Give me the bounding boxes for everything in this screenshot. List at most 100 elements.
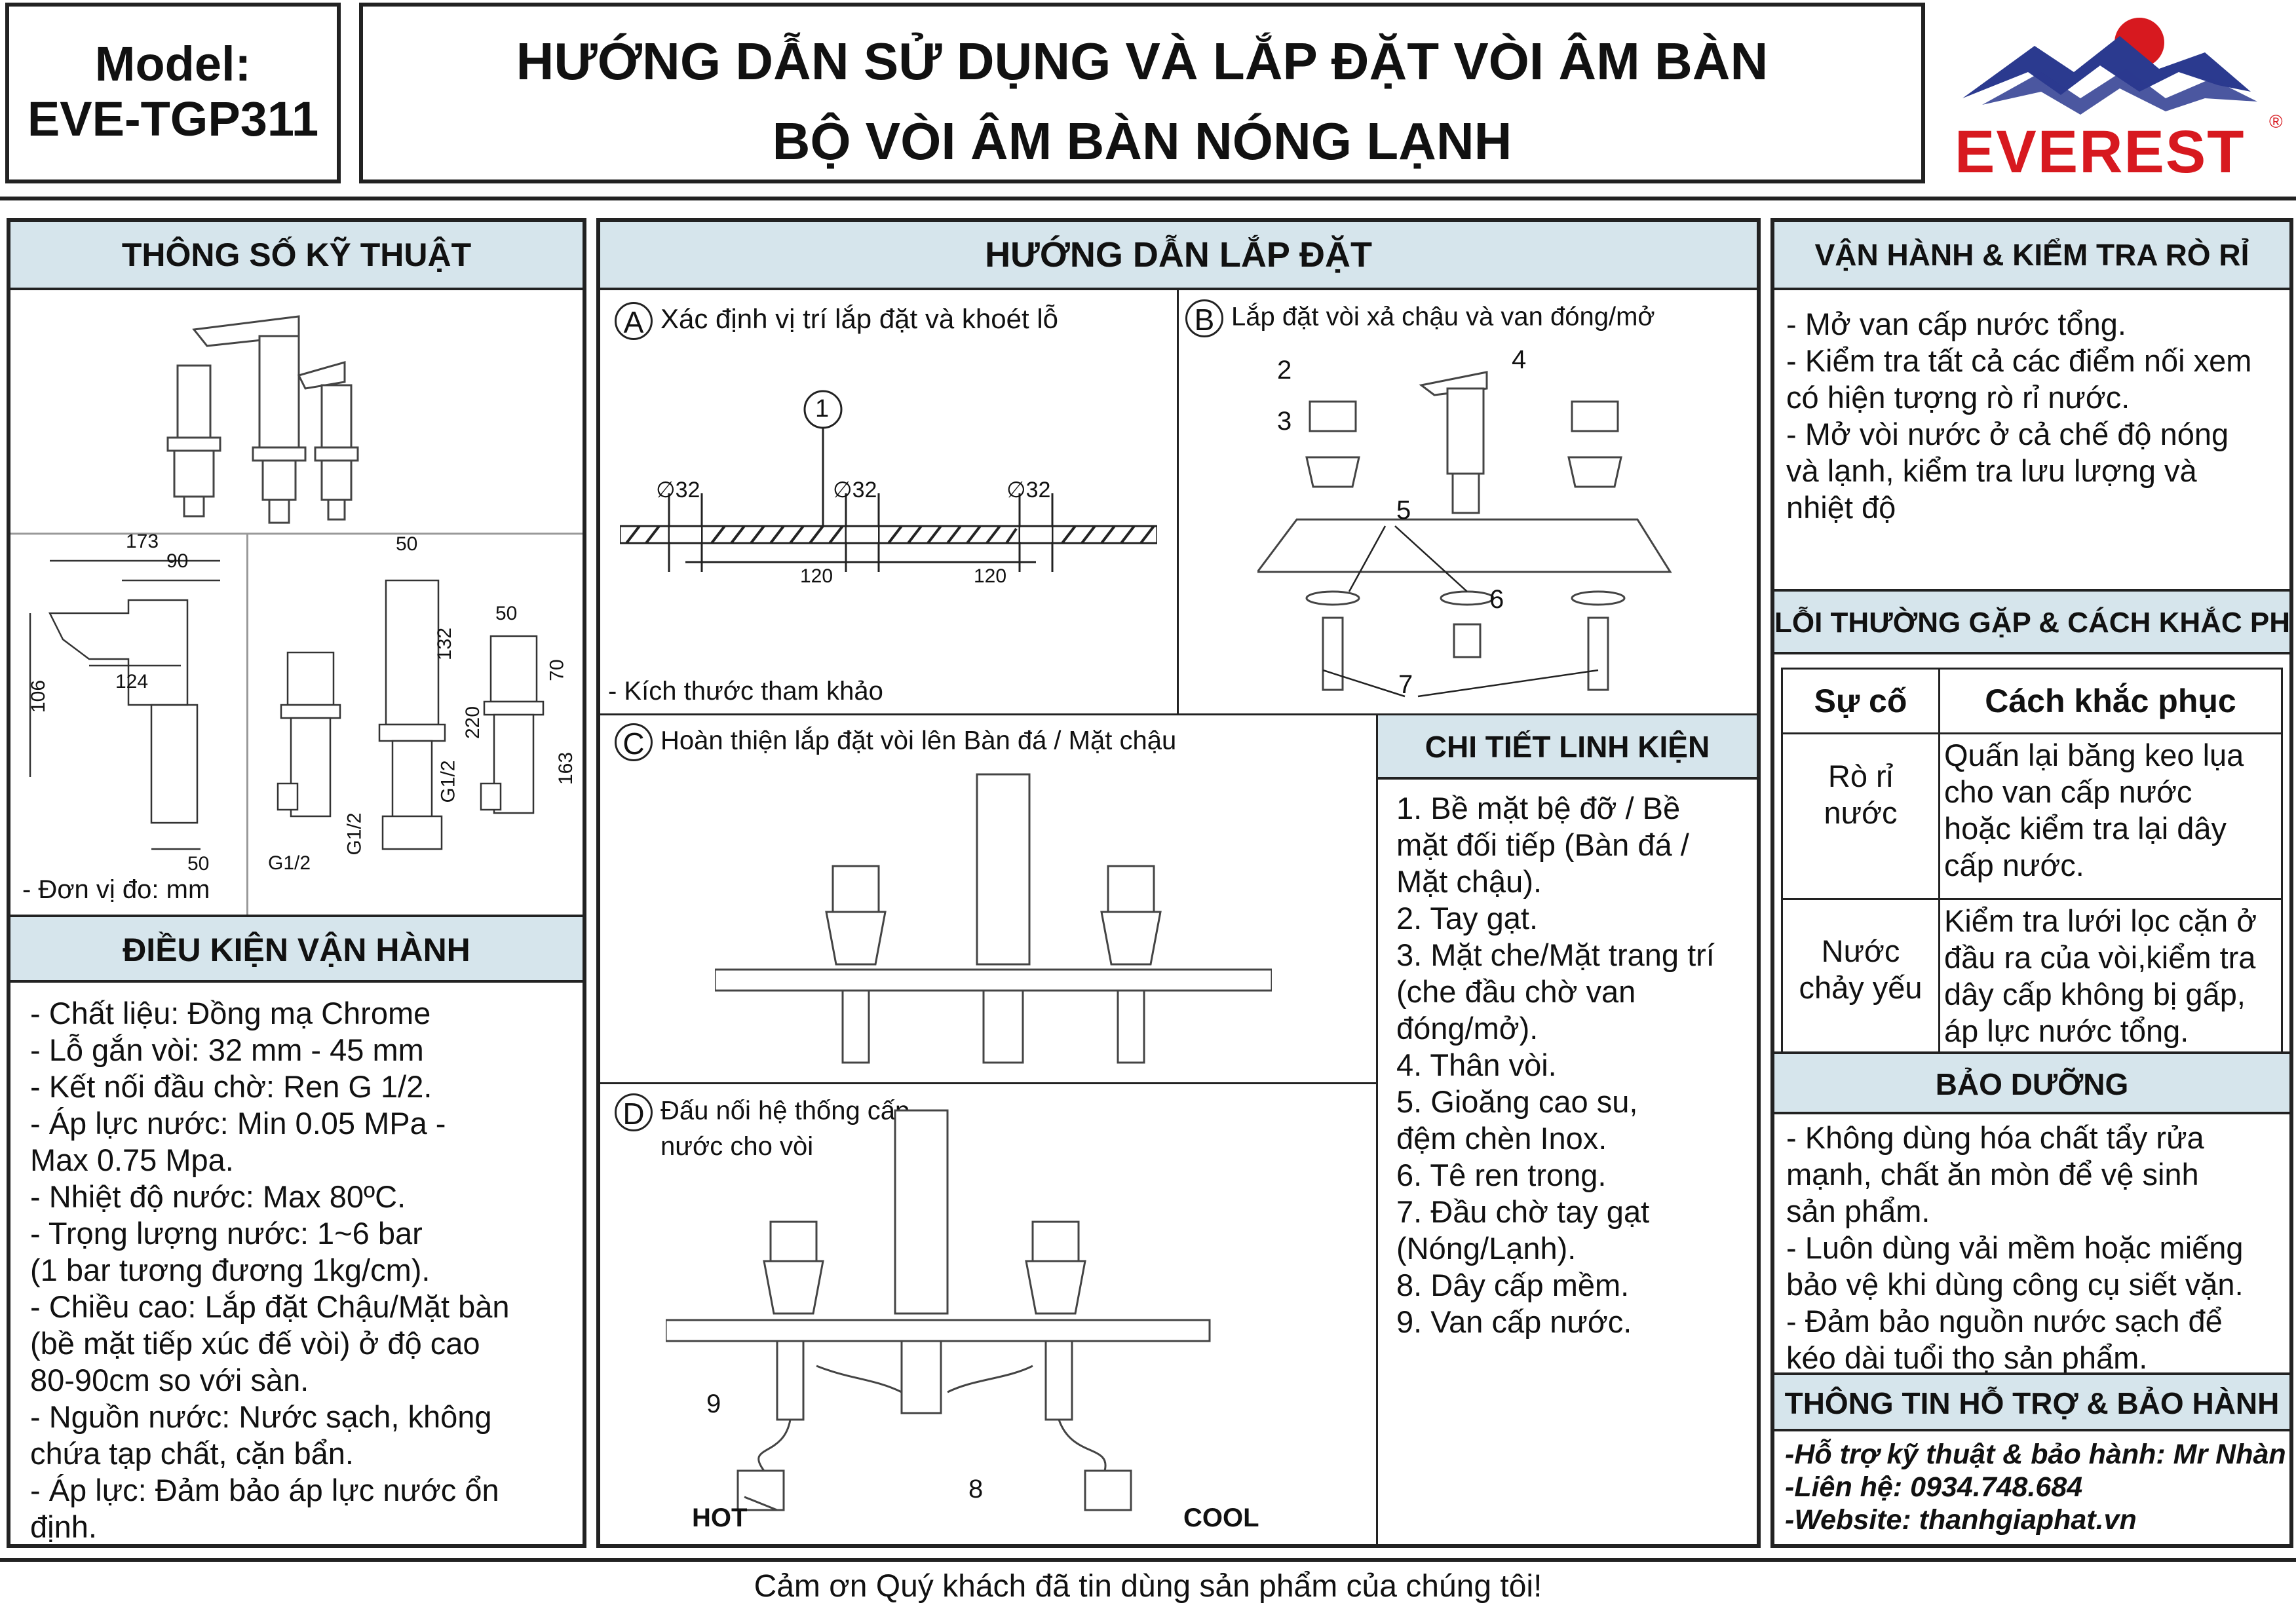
callout-2: 2 <box>1277 356 1292 385</box>
step-d-letter: D <box>615 1093 653 1131</box>
troubleshoot-table: Sự cố Cách khắc phục Rò rỉ nước Quấn lại… <box>1781 668 2283 1075</box>
maintenance-line: kéo dài tuổi thọ sản phẩm. <box>1786 1340 2148 1375</box>
callout-9: 9 <box>706 1390 721 1418</box>
parts-line: (Nóng/Lạnh). <box>1396 1231 1577 1266</box>
maintenance-line: sản phẩm. <box>1786 1194 1930 1228</box>
callout-3: 3 <box>1277 407 1292 436</box>
issue-text: Nước <box>1821 934 1900 968</box>
step-ab-divider <box>1177 290 1179 713</box>
faucet-set-icon <box>166 315 359 524</box>
callout-7: 7 <box>1398 670 1413 699</box>
hole-distance-2: 120 <box>974 565 1007 587</box>
conditions-line: (1 bar tương đương 1kg/cm). <box>30 1253 430 1287</box>
troubleshoot-table-wrap: Sự cố Cách khắc phục Rò rỉ nước Quấn lại… <box>1781 668 2283 1075</box>
conditions-title: ĐIỀU KIỆN VẬN HÀNH <box>10 915 583 983</box>
spout-dimension-icon <box>29 559 220 850</box>
conditions-line: - Áp lực nước: Min 0.05 MPa - <box>30 1106 446 1141</box>
model-code: EVE-TGP311 <box>27 92 319 146</box>
issue-text: nước <box>1824 795 1898 830</box>
water-supply-icon <box>666 1109 1211 1511</box>
dim-50c: 50 <box>495 603 518 624</box>
hole-layout-icon <box>620 390 1157 572</box>
dim-50a: 50 <box>187 853 210 875</box>
table-row: Rò rỉ nước Quấn lại băng keo lụa cho van… <box>1781 732 2283 900</box>
maintenance-title: BẢO DƯỠNG <box>1774 1051 2289 1114</box>
hole-diameter-2: ∅32 <box>833 478 877 502</box>
callout-8: 8 <box>968 1475 984 1503</box>
maintenance-list: - Không dùng hóa chất tẩy rửa mạnh, chất… <box>1786 1120 2284 1376</box>
fix-text: hoặc kiểm tra lại dây <box>1944 811 2227 846</box>
fix-text: đầu ra của vòi,kiểm tra <box>1944 940 2256 975</box>
maintenance-line: bảo vệ khi dùng công cụ siết vặn. <box>1786 1267 2244 1302</box>
header-divider <box>0 197 2296 200</box>
fix-text: Kiểm tra lưới lọc cặn ở <box>1944 903 2257 938</box>
col-issue: Sự cố <box>1781 668 1940 734</box>
brand-registered: ® <box>2269 111 2283 132</box>
model-label: Model: <box>94 37 252 91</box>
parts-line: đóng/mở). <box>1396 1011 1539 1046</box>
conditions-line: định. <box>30 1509 97 1544</box>
parts-line: 4. Thân vòi. <box>1396 1048 1557 1082</box>
conditions-line: - Chất liệu: Đồng mạ Chrome <box>30 996 431 1030</box>
support-info: -Hỗ trợ kỹ thuật & bảo hành: Mr Nhàn -Li… <box>1785 1438 2289 1536</box>
parts-line: đệm chèn Inox. <box>1396 1121 1607 1156</box>
dim-90: 90 <box>166 550 189 572</box>
operation-line: nhiệt độ <box>1786 490 1896 525</box>
parts-line: 3. Mặt che/Mặt trang trí <box>1396 937 1715 972</box>
unit-note: - Đơn vị đo: mm <box>22 875 210 904</box>
step-b-letter: B <box>1185 299 1223 337</box>
parts-line: Mặt chậu). <box>1396 864 1542 899</box>
parts-list: 1. Bề mặt bệ đỡ / Bề mặt đối tiếp (Bàn đ… <box>1396 790 1757 1340</box>
step-c-letter: C <box>615 723 653 761</box>
col-fix: Cách khắc phục <box>1938 668 2283 734</box>
installed-faucet-icon <box>715 773 1272 1064</box>
operation-line: - Mở vòi nước ở cả chế độ nóng <box>1786 417 2229 451</box>
parts-line: 9. Van cấp nước. <box>1396 1304 1632 1339</box>
callout-1: 1 <box>815 395 830 423</box>
conditions-line: - Chiều cao: Lắp đặt Chậu/Mặt bàn <box>30 1289 510 1324</box>
parts-title: CHI TIẾT LINH KIỆN <box>1378 715 1757 780</box>
parts-line: mặt đối tiếp (Bàn đá / <box>1396 827 1689 862</box>
dim-70: 70 <box>546 659 568 681</box>
step-c-text: Hoàn thiện lắp đặt vòi lên Bàn đá / Mặt … <box>660 726 1177 755</box>
footer-divider <box>0 1558 2296 1562</box>
parts-line: (che đầu chờ van <box>1396 974 1636 1009</box>
maintenance-line: - Không dùng hóa chất tẩy rửa <box>1786 1120 2204 1155</box>
model-box: Model: EVE-TGP311 <box>5 3 341 183</box>
conditions-line: - Trọng lượng nước: 1~6 bar <box>30 1216 423 1251</box>
maintenance-line: - Đảm bảo nguồn nước sạch để <box>1786 1304 2223 1338</box>
dim-220: 220 <box>462 706 484 740</box>
install-title: HƯỚNG DẪN LẮP ĐẶT <box>600 222 1757 290</box>
dim-124: 124 <box>115 671 149 692</box>
step-d-text2: nước cho vòi <box>660 1132 814 1161</box>
dim-g12-right: G1/2 <box>437 760 459 803</box>
product-drawing <box>10 290 583 533</box>
conditions-line: - Nhiệt độ nước: Max 80ºC. <box>30 1179 406 1214</box>
right-panel: VẬN HÀNH & KIỂM TRA RÒ RỈ - Mở van cấp n… <box>1770 218 2293 1548</box>
fix-text: cấp nước. <box>1944 848 2084 882</box>
conditions-line: - Nguồn nước: Nước sạch, không <box>30 1399 492 1434</box>
support-title: THÔNG TIN HỖ TRỢ & BẢO HÀNH <box>1774 1372 2289 1431</box>
title-line2: BỘ VÒI ÂM BÀN NÓNG LẠNH <box>772 112 1512 170</box>
title-line1: HƯỚNG DẪN SỬ DỤNG VÀ LẮP ĐẶT VÒI ÂM BÀN <box>516 32 1769 90</box>
parts-line: 1. Bề mặt bệ đỡ / Bề <box>1396 791 1681 825</box>
issue-text: chảy yếu <box>1799 970 1923 1005</box>
maintenance-line: - Luôn dùng vải mềm hoặc miếng <box>1786 1230 2244 1265</box>
operation-line: và lạnh, kiểm tra lưu lượng và <box>1786 453 2197 488</box>
dim-173: 173 <box>126 531 159 552</box>
issue-text: Rò rỉ <box>1827 759 1894 793</box>
table-row: Nước chảy yếu Kiểm tra lưới lọc cặn ở đầ… <box>1781 898 2283 1075</box>
parts-panel: CHI TIẾT LINH KIỆN 1. Bề mặt bệ đỡ / Bề … <box>1378 715 1757 1544</box>
conditions-line: chứa tạp chất, cặn bẩn. <box>30 1436 354 1471</box>
step-row-divider <box>600 713 1757 715</box>
callout-6: 6 <box>1489 585 1504 614</box>
dim-163: 163 <box>555 751 577 785</box>
step-cd-divider <box>600 1082 1376 1084</box>
support-phone: -Liên hệ: 0934.748.684 <box>1785 1471 2083 1503</box>
fix-text: dây cấp không bị gấp, <box>1944 977 2246 1011</box>
